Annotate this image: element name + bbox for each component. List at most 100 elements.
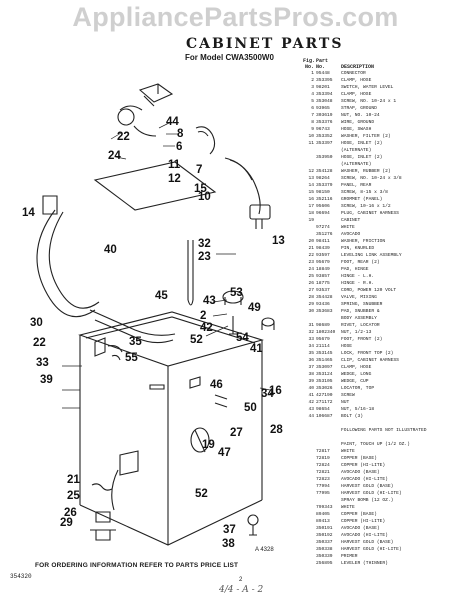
part-number: 93537 — [316, 288, 330, 293]
part-number: 353026 — [316, 386, 333, 391]
fig-number: 41 — [308, 393, 314, 398]
part-description: CLAMP, HOSE — [341, 92, 372, 97]
part-description: WIRE, GROUND — [341, 120, 375, 125]
part-description: NUT, 1/2-13 — [341, 330, 372, 335]
part-description: WHITE — [341, 505, 355, 510]
part-description: NUT — [341, 400, 350, 405]
part-number: 353048 — [316, 99, 333, 104]
fig-number — [303, 147, 316, 154]
fig-number: 36 — [308, 358, 314, 363]
fig-number: 11 — [308, 141, 314, 146]
callout-label: 53 — [230, 287, 243, 299]
page-number: 2 — [239, 577, 243, 583]
callout-label: 32 — [198, 238, 211, 250]
part-number — [316, 161, 341, 168]
fig-number: 20 — [308, 239, 314, 244]
part-description: PAINT, TOUCH UP (1/2 OZ.) — [341, 442, 410, 447]
callout-label: 16 — [269, 385, 282, 397]
part-description: WEDGE, LONG — [341, 372, 372, 377]
part-description: COPPER (BASE) — [341, 512, 377, 517]
part-number: 72817 — [316, 449, 330, 454]
part-number: 96743 — [316, 127, 330, 132]
part-number: 98439 — [316, 246, 330, 251]
part-description: PANEL, REAR — [341, 183, 372, 188]
description-header: DESCRIPTION — [341, 64, 375, 70]
fig-number — [303, 231, 316, 238]
part-number: 18849 — [316, 267, 330, 272]
callout-label: 23 — [198, 251, 211, 263]
fig-number — [303, 518, 316, 525]
fig-number: 40 — [308, 386, 314, 391]
part-number: 95606 — [316, 204, 330, 209]
part-number: 77994 — [316, 484, 330, 489]
fig-number — [303, 469, 316, 476]
part-description: PLUG, CABINET HARNESS — [341, 211, 399, 216]
fig-number: 4 — [311, 92, 314, 97]
fig-number: 33 — [308, 337, 314, 342]
fig-number — [303, 483, 316, 490]
part-row: FOLLOWING PARTS NOT ILLUSTRATED — [303, 427, 469, 434]
part-number: 21114 — [316, 344, 330, 349]
part-number — [316, 427, 341, 434]
callout-label: 42 — [200, 322, 213, 334]
fig-number — [303, 434, 316, 441]
fig-number: 21 — [308, 246, 314, 251]
fig-number — [303, 546, 316, 553]
fig-number: 35 — [308, 351, 314, 356]
part-number — [316, 441, 341, 448]
callout-label: 46 — [210, 379, 223, 391]
callout-label: 27 — [230, 427, 243, 439]
callout-label: 24 — [108, 150, 121, 162]
callout-label: 25 — [67, 490, 80, 502]
part-header-line2: No. — [316, 64, 326, 70]
exploded-diagram: 44 22 24 8 6 11 12 7 15 10 14 40 32 23 1… — [22, 83, 285, 553]
fig-number: 26 — [308, 281, 314, 286]
part-description: VALVE, MIXING — [341, 295, 377, 300]
callout-label: 45 — [155, 290, 168, 302]
part-number: 98150 — [316, 190, 330, 195]
part-number: 97274 — [316, 225, 330, 230]
fig-number: 42 — [308, 400, 314, 405]
part-number: 1802340 — [316, 330, 336, 335]
fig-number — [303, 490, 316, 497]
fig-number: 30 — [308, 309, 314, 314]
part-number: 95679 — [316, 260, 330, 265]
part-number: 353379 — [316, 183, 333, 188]
part-description: AVOCADO (HI-LITE) — [341, 477, 388, 482]
part-number: 96694 — [316, 211, 330, 216]
part-description: PRIMER — [341, 554, 358, 559]
part-number: 72819 — [316, 456, 330, 461]
part-number — [316, 315, 341, 322]
part-description: NUT, NO. 10-24 — [341, 113, 380, 118]
part-description: (ALTERNATE) — [341, 162, 372, 167]
part-number: 18775 — [316, 281, 330, 286]
part-number: 95448 — [316, 71, 330, 76]
part-description: SCREW, 10-16 x 1/2 — [341, 204, 391, 209]
part-number: 350192 — [316, 533, 333, 538]
fig-number — [303, 476, 316, 483]
part-number: 353097 — [316, 365, 333, 370]
callout-label: 21 — [67, 474, 80, 486]
part-description: HOSE, INLET (2) — [341, 141, 383, 146]
part-description: WASHER, FRICTION — [341, 239, 386, 244]
part-number: 351276 — [316, 232, 333, 237]
part-description: CLAMP, HOSE — [341, 78, 372, 83]
callout-label: 6 — [176, 141, 182, 153]
part-number: 89413 — [316, 519, 330, 524]
